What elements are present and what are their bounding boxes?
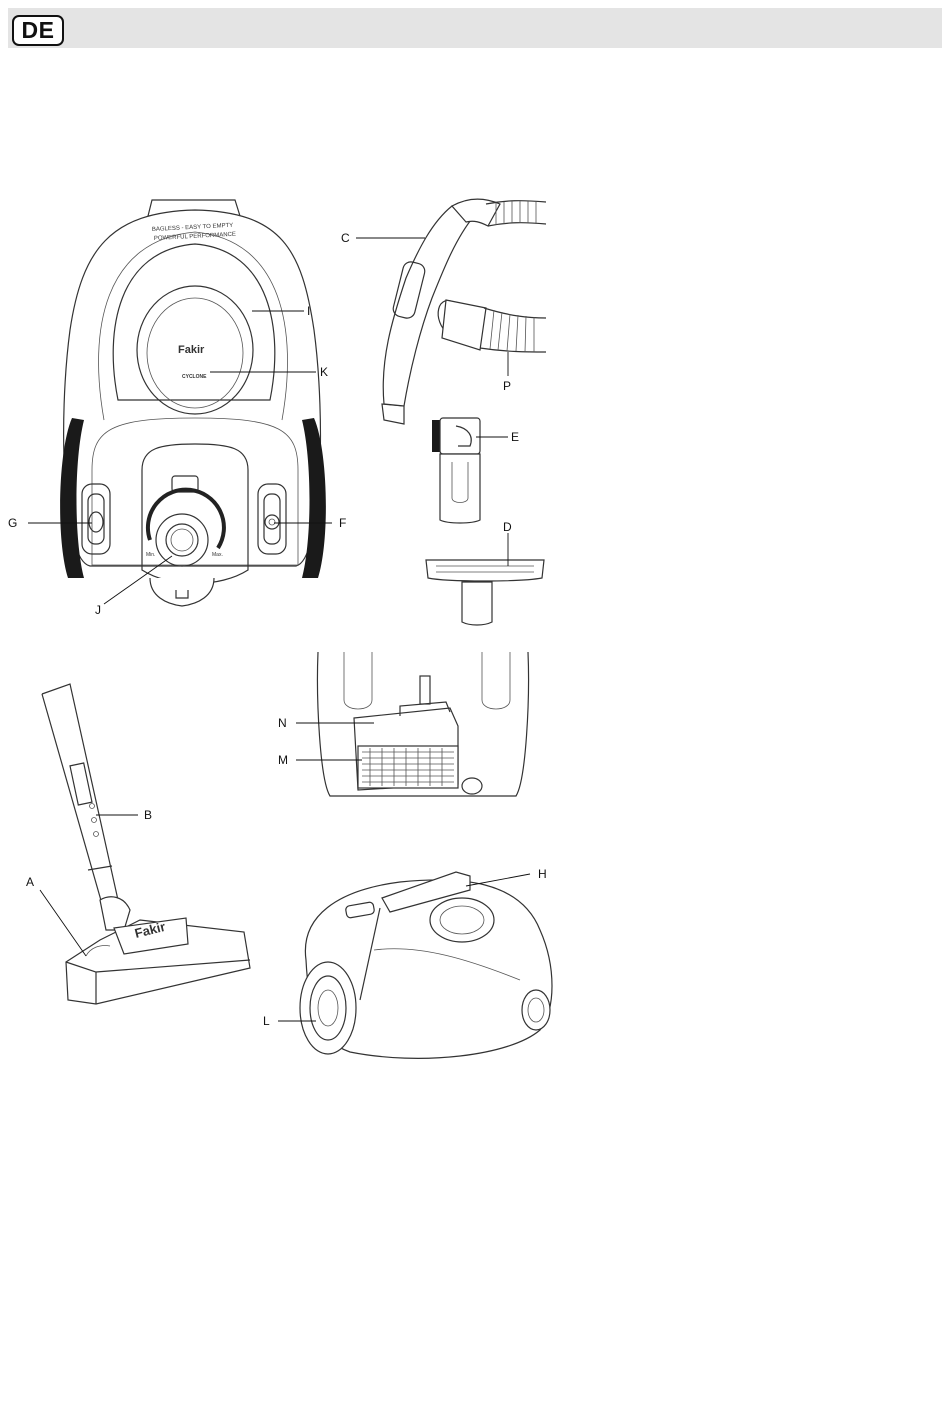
front-view-vacuum [60, 200, 326, 606]
label-c: C [341, 232, 350, 244]
fakir-logo-body: Fakir [178, 344, 205, 356]
label-d: D [503, 521, 512, 533]
label-g: G [8, 517, 17, 529]
label-a: A [26, 876, 34, 888]
label-b: B [144, 809, 152, 821]
upholstery-nozzle [426, 560, 544, 625]
label-j: J [95, 604, 101, 616]
floor-nozzle-tube [42, 684, 250, 1004]
label-k: K [320, 366, 328, 378]
label-f: F [339, 517, 346, 529]
dust-container-view [318, 652, 529, 796]
label-e: E [511, 431, 519, 443]
hose-end [434, 297, 546, 352]
label-m: M [278, 754, 288, 766]
dial-max-text: Max. [212, 552, 223, 558]
cyclone-model-text: CYCLONE [182, 374, 207, 380]
dial-min-text: Min. [146, 552, 155, 558]
brush-nozzle [432, 418, 480, 523]
label-l: L [263, 1015, 270, 1027]
label-i: I [307, 305, 310, 317]
vacuum-three-quarter-view [300, 872, 552, 1058]
label-p: P [503, 380, 511, 392]
label-n: N [278, 717, 287, 729]
label-h: H [538, 868, 547, 880]
leader-h [466, 874, 530, 886]
leader-a [40, 890, 86, 956]
